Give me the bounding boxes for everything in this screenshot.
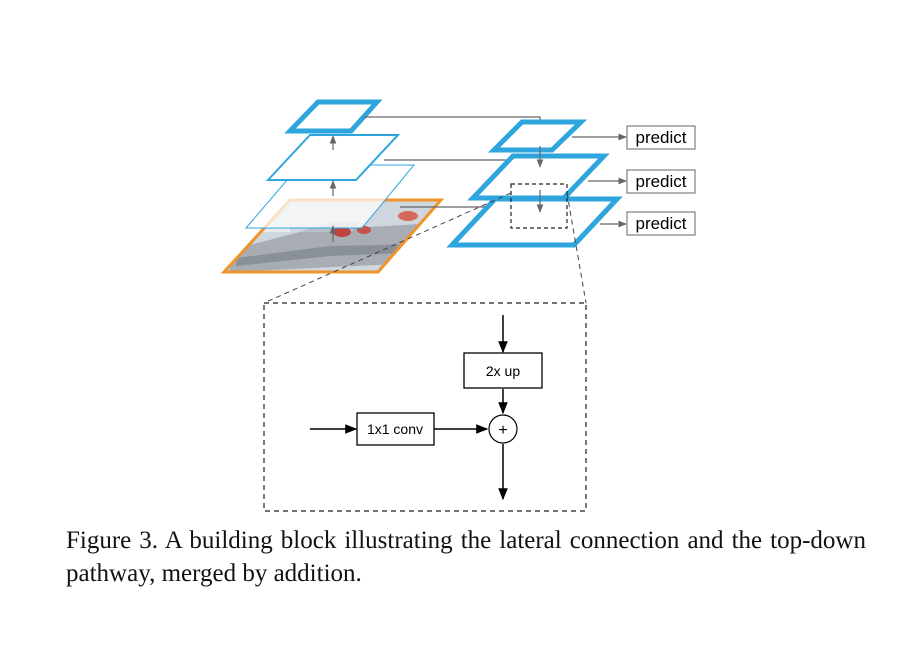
- top-down-level-p3: [467, 153, 610, 201]
- bottom-up-level-4: [284, 99, 383, 134]
- predict-arrows: [572, 133, 627, 228]
- add-symbol: +: [498, 422, 507, 439]
- predict-box-3: predict: [626, 211, 696, 236]
- predict-box-1: predict: [626, 125, 696, 150]
- predict-box-2: predict: [626, 169, 696, 194]
- zoom-connectors: [263, 192, 587, 304]
- top-down-level-p4: [487, 119, 588, 153]
- top-down-level-p2: [446, 196, 623, 248]
- block-arrows: [310, 315, 508, 501]
- predict-label: predict: [635, 172, 686, 191]
- predict-label: predict: [635, 128, 686, 147]
- conv-box: 1x1 conv: [356, 412, 435, 446]
- zoom-region: [510, 183, 568, 229]
- conv-label: 1x1 conv: [367, 421, 423, 437]
- figure-caption: Figure 3. A building block illustrating …: [66, 527, 866, 587]
- upsample-label: 2x up: [486, 363, 520, 379]
- upsample-box: 2x up: [463, 352, 543, 389]
- add-node: +: [488, 414, 518, 444]
- predict-label: predict: [635, 214, 686, 233]
- building-block-frame: [263, 302, 587, 512]
- bottom-up-level-3: [265, 134, 401, 181]
